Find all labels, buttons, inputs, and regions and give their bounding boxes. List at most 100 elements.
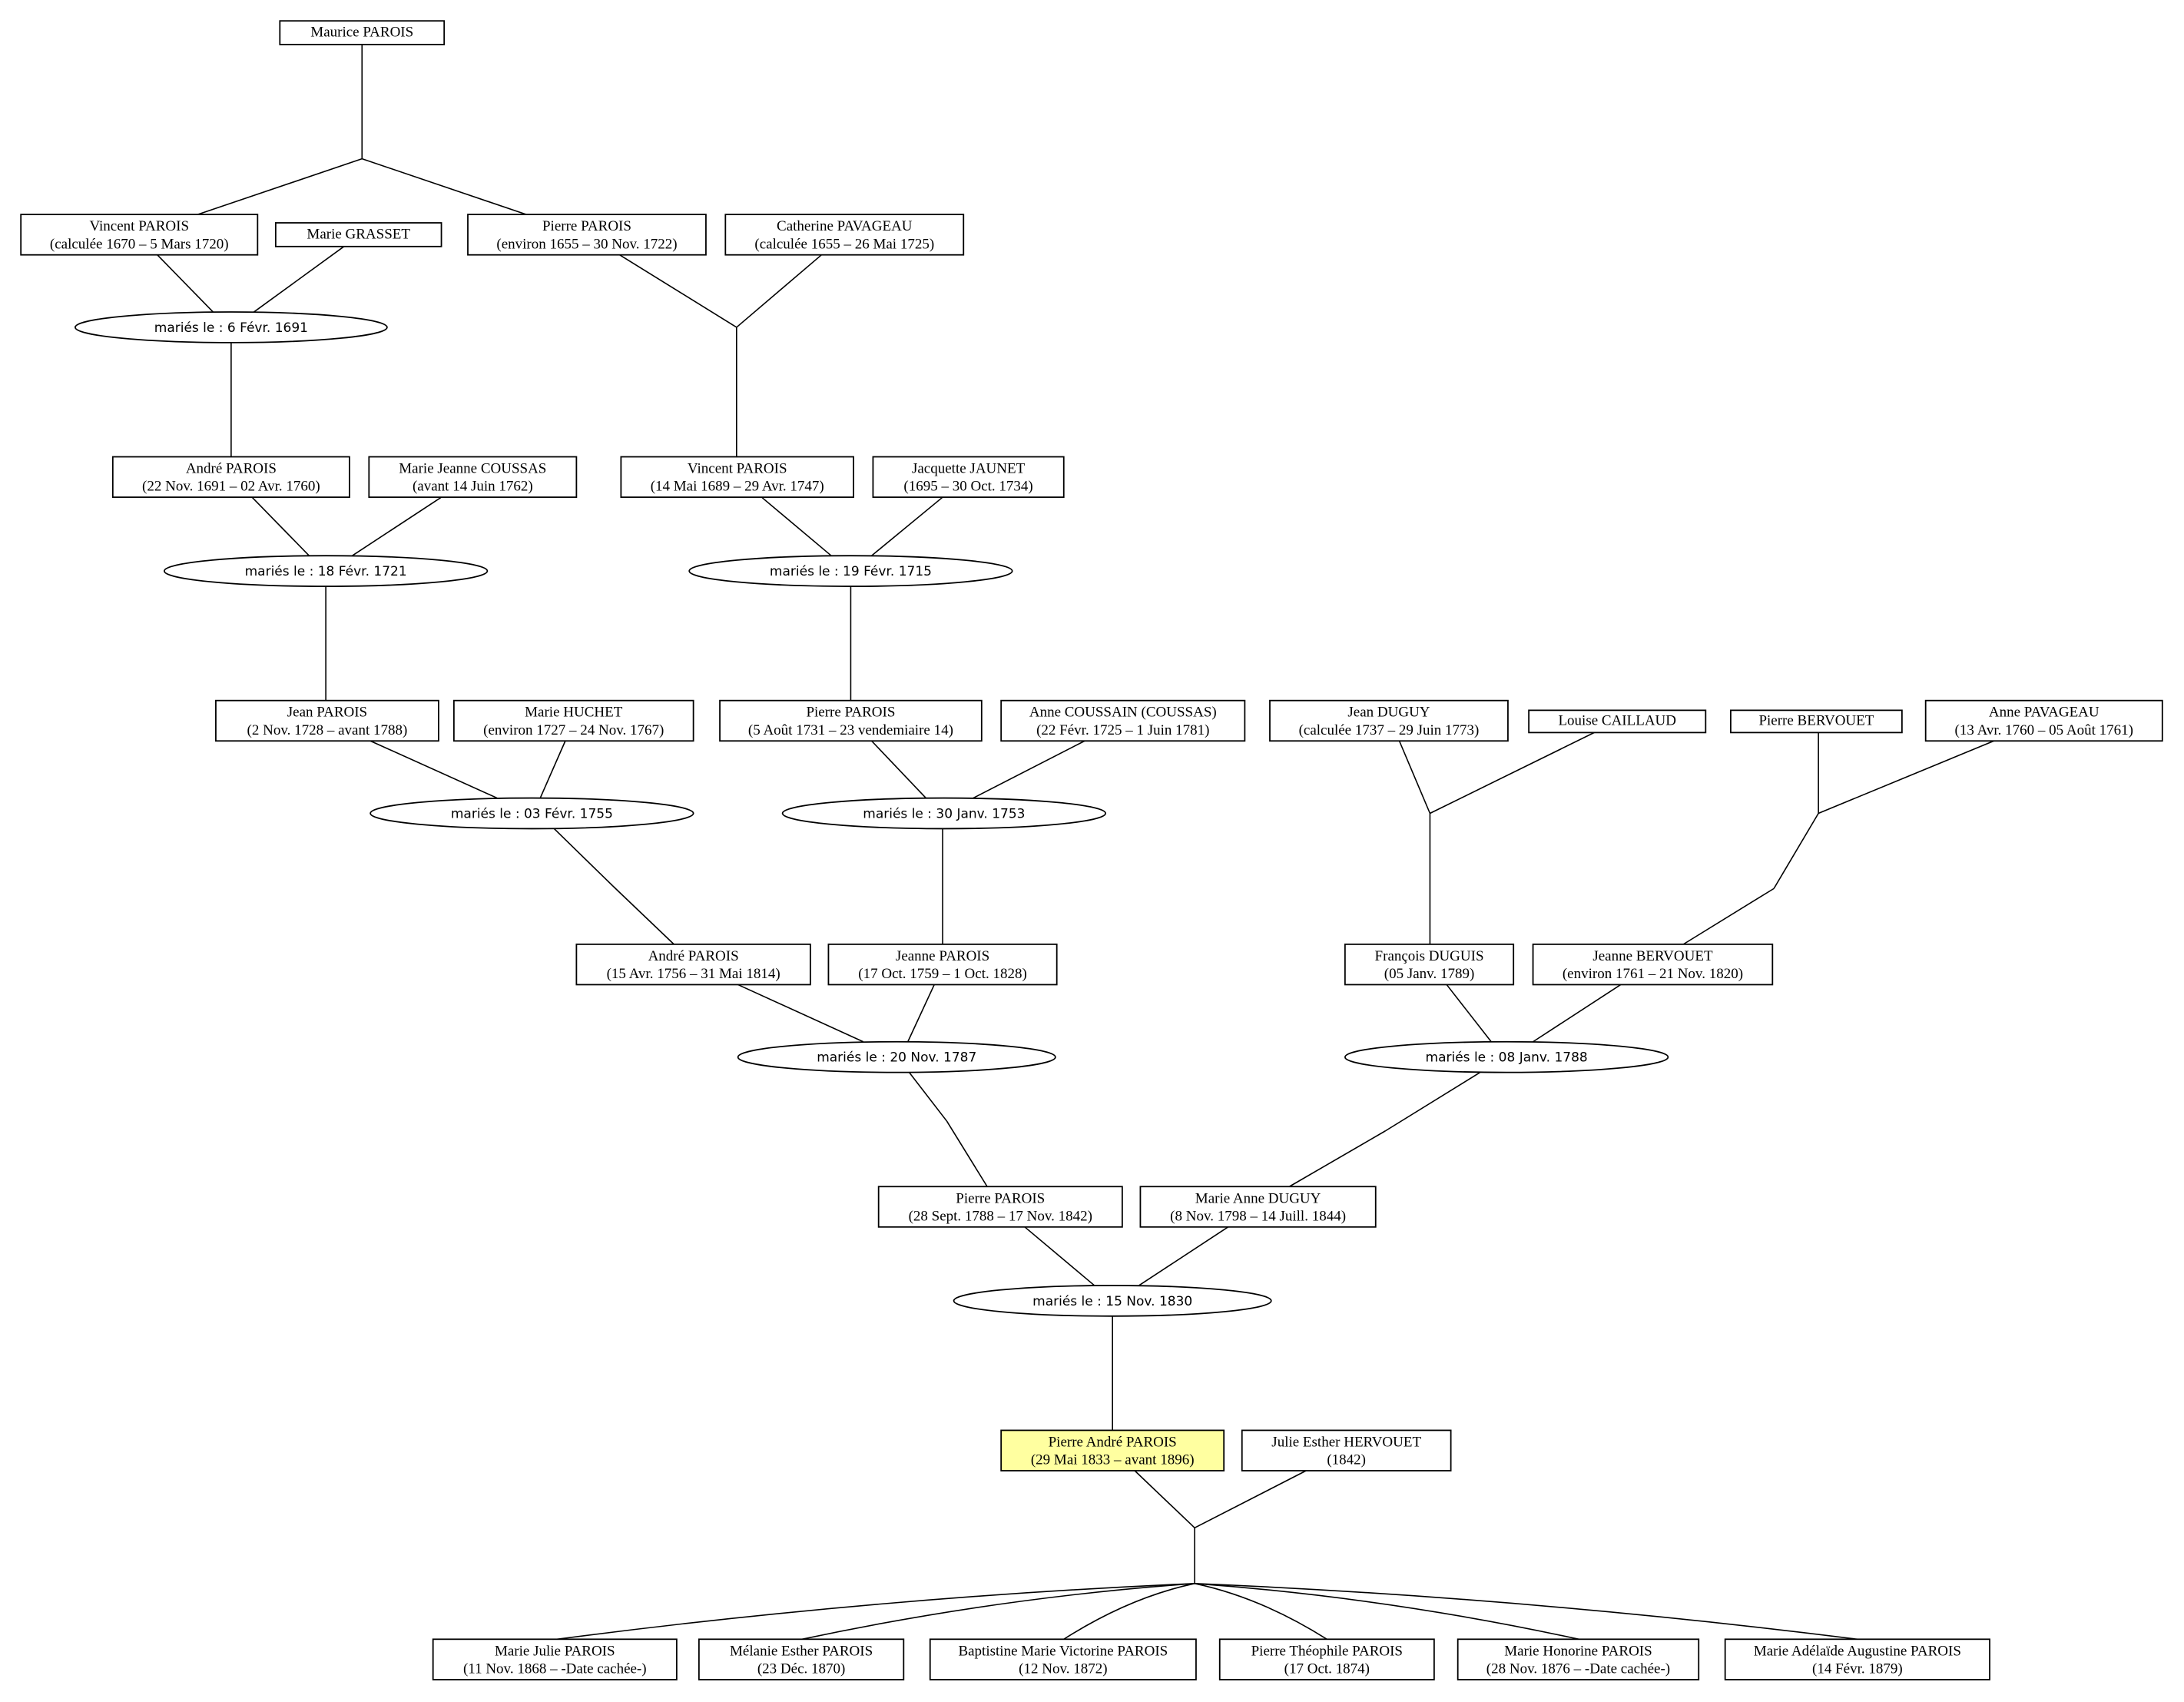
person-box-duguy_j[interactable]: Jean DUGUY(calculée 1737 – 29 Juin 1773) xyxy=(1269,699,1509,742)
connector-line-24 xyxy=(1773,813,1819,889)
person-box-bervouet_p[interactable]: Pierre BERVOUET xyxy=(1730,709,1903,734)
person-name: Jeanne BERVOUET xyxy=(1592,948,1713,964)
person-box-frame xyxy=(698,1638,905,1680)
person-box-frame xyxy=(877,1186,1123,1228)
person-box-bervouet_j[interactable]: Jeanne BERVOUET(environ 1761 – 21 Nov. 1… xyxy=(1532,943,1774,986)
person-box-c2[interactable]: Mélanie Esther PAROIS(23 Déc. 1870) xyxy=(698,1638,905,1680)
person-dates: (22 Nov. 1691 – 02 Avr. 1760) xyxy=(142,479,320,495)
person-box-frame xyxy=(279,20,446,45)
person-dates: (17 Oct. 1759 – 1 Oct. 1828) xyxy=(858,966,1027,982)
person-box-maurice[interactable]: Maurice PAROIS xyxy=(279,20,446,45)
person-box-pierre1[interactable]: Pierre PAROIS(environ 1655 – 30 Nov. 172… xyxy=(467,214,707,256)
person-name: Jean PAROIS xyxy=(287,705,367,721)
person-box-huchet[interactable]: Marie HUCHET(environ 1727 – 24 Nov. 1767… xyxy=(452,699,694,742)
person-dates: (22 Févr. 1725 – 1 Juin 1781) xyxy=(1036,722,1209,738)
tree-connector-lines xyxy=(157,45,1994,1641)
connector-line-16 xyxy=(539,740,566,798)
connector-line-36 xyxy=(1288,1130,1386,1187)
person-name: Marie Anne DUGUY xyxy=(1195,1190,1321,1206)
person-box-vincent1[interactable]: Vincent PAROIS(calculée 1670 – 5 Mars 17… xyxy=(20,214,259,256)
child-connector-2 xyxy=(801,1583,1195,1641)
person-box-pierre_andre[interactable]: Pierre André PAROIS(29 Mai 1833 – avant … xyxy=(1000,1429,1225,1471)
person-name: Jeanne PAROIS xyxy=(896,948,989,964)
connector-line-34 xyxy=(946,1120,988,1187)
person-name: André PAROIS xyxy=(186,461,277,477)
connector-line-31 xyxy=(1446,984,1492,1043)
person-box-frame xyxy=(1269,699,1509,742)
person-box-frame xyxy=(368,456,578,498)
marriage-node-m1691: mariés le : 6 Févr. 1691 xyxy=(74,311,388,343)
person-box-c5[interactable]: Marie Honorine PAROIS(28 Nov. 1876 – -Da… xyxy=(1457,1638,1700,1680)
person-box-jean1[interactable]: Jean PAROIS(2 Nov. 1728 – avant 1788) xyxy=(215,699,439,742)
person-box-duguis_f[interactable]: François DUGUIS(05 Janv. 1789) xyxy=(1344,943,1515,986)
person-name: Marie HUCHET xyxy=(525,705,623,721)
connector-line-10 xyxy=(352,496,442,556)
connector-line-5 xyxy=(619,254,737,328)
person-dates: (23 Déc. 1870) xyxy=(757,1661,846,1677)
person-box-andre1[interactable]: André PAROIS (22 Nov. 1691 – 02 Avr. 1760… xyxy=(111,456,350,498)
person-box-vincent2[interactable]: Vincent PAROIS(14 Mai 1689 – 29 Avr. 174… xyxy=(620,456,854,498)
person-box-frame xyxy=(1000,699,1246,742)
person-box-frame xyxy=(274,222,442,247)
connector-line-35 xyxy=(1385,1071,1481,1132)
person-box-c3[interactable]: Baptistine Marie Victorine PAROIS (12 Nov… xyxy=(929,1638,1197,1680)
connector-line-41 xyxy=(1194,1470,1307,1529)
person-box-coussas[interactable]: Marie Jeanne COUSSAS(avant 14 Juin 1762) xyxy=(368,456,578,498)
connector-line-12 xyxy=(871,496,943,556)
connector-line-32 xyxy=(1533,984,1622,1043)
child-connector-1 xyxy=(556,1583,1195,1641)
person-dates: (28 Nov. 1876 – -Date cachée-) xyxy=(1486,1661,1670,1677)
person-name: Marie Adélaïde Augustine PAROIS xyxy=(1754,1643,1961,1659)
person-name: Vincent PAROIS xyxy=(688,461,787,477)
person-box-andre2[interactable]: André PAROIS(15 Avr. 1756 – 31 Mai 1814) xyxy=(575,943,811,986)
connector-line-19 xyxy=(1398,740,1431,814)
marriage-ellipse xyxy=(953,1285,1272,1317)
marriage-ellipse xyxy=(688,555,1013,587)
person-name: André PAROIS xyxy=(648,948,739,964)
person-dates: (5 Août 1731 – 23 vendemiaire 14) xyxy=(748,722,953,738)
person-box-pierre3[interactable]: Pierre PAROIS(28 Sept. 1788 – 17 Nov. 18… xyxy=(877,1186,1123,1228)
person-box-pavageau_c[interactable]: Catherine PAVAGEAU(calculée 1655 – 26 Ma… xyxy=(724,214,965,256)
person-dates: (11 Nov. 1868 – -Date cachée-) xyxy=(463,1661,647,1677)
person-name: Maurice PAROIS xyxy=(310,25,413,41)
person-box-frame xyxy=(1344,943,1515,986)
person-box-pierre2[interactable]: Pierre PAROIS(5 Août 1731 – 23 vendemiai… xyxy=(719,699,983,742)
person-box-c4[interactable]: Pierre Théophile PAROIS(17 Oct. 1874) xyxy=(1218,1638,1435,1680)
person-box-jeanne_p[interactable]: Jeanne PAROIS (17 Oct. 1759 – 1 Oct. 1828… xyxy=(827,943,1058,986)
person-name: Jacquette JAUNET xyxy=(912,461,1026,477)
person-box-c1[interactable]: Marie Julie PAROIS (11 Nov. 1868 – -Date … xyxy=(432,1638,678,1680)
person-dates: (12 Nov. 1872) xyxy=(1019,1661,1107,1677)
person-dates: (1695 – 30 Oct. 1734) xyxy=(903,479,1032,495)
person-name: Pierre PAROIS xyxy=(956,1190,1045,1206)
person-dates: (17 Oct. 1874) xyxy=(1284,1661,1370,1677)
person-box-duguy_ma[interactable]: Marie Anne DUGUY(8 Nov. 1798 – 14 Juill.… xyxy=(1139,1186,1377,1228)
person-box-hervouet[interactable]: Julie Esther HERVOUET(1842) xyxy=(1241,1429,1452,1471)
connector-line-9 xyxy=(251,496,310,556)
person-box-frame xyxy=(872,456,1065,498)
marriage-label: mariés le : 03 Févr. 1755 xyxy=(451,807,613,822)
person-box-caillaud[interactable]: Louise CAILLAUD xyxy=(1528,709,1707,734)
connector-line-3 xyxy=(157,254,215,314)
person-name: Baptistine Marie Victorine PAROIS xyxy=(958,1643,1168,1659)
person-box-coussain[interactable]: Anne COUSSAIN (COUSSAS)(22 Févr. 1725 – … xyxy=(1000,699,1246,742)
person-box-frame xyxy=(20,214,259,256)
person-name: Marie Julie PAROIS xyxy=(495,1643,615,1659)
marriage-node-m1830: mariés le : 15 Nov. 1830 xyxy=(953,1285,1272,1317)
person-box-frame xyxy=(215,699,439,742)
person-box-c6[interactable]: Marie Adélaïde Augustine PAROIS(14 Févr.… xyxy=(1724,1638,1990,1680)
person-box-frame xyxy=(111,456,350,498)
person-box-frame xyxy=(1924,699,2163,742)
connector-line-6 xyxy=(736,254,822,328)
person-box-grasset[interactable]: Marie GRASSET xyxy=(274,222,442,247)
person-box-frame xyxy=(1139,1186,1377,1228)
person-name: Julie Esther HERVOUET xyxy=(1271,1434,1421,1450)
person-name: Pierre André PAROIS xyxy=(1049,1434,1177,1450)
connector-line-26 xyxy=(553,828,614,887)
person-dates: (calculée 1737 – 29 Juin 1773) xyxy=(1299,722,1480,738)
person-box-jaunet[interactable]: Jacquette JAUNET (1695 – 30 Oct. 1734) xyxy=(872,456,1065,498)
person-box-frame xyxy=(620,456,854,498)
connector-line-40 xyxy=(1134,1470,1195,1528)
connector-line-4 xyxy=(251,246,345,314)
person-box-pavageau_a[interactable]: Anne PAVAGEAU(13 Avr. 1760 – 05 Août 176… xyxy=(1924,699,2163,742)
